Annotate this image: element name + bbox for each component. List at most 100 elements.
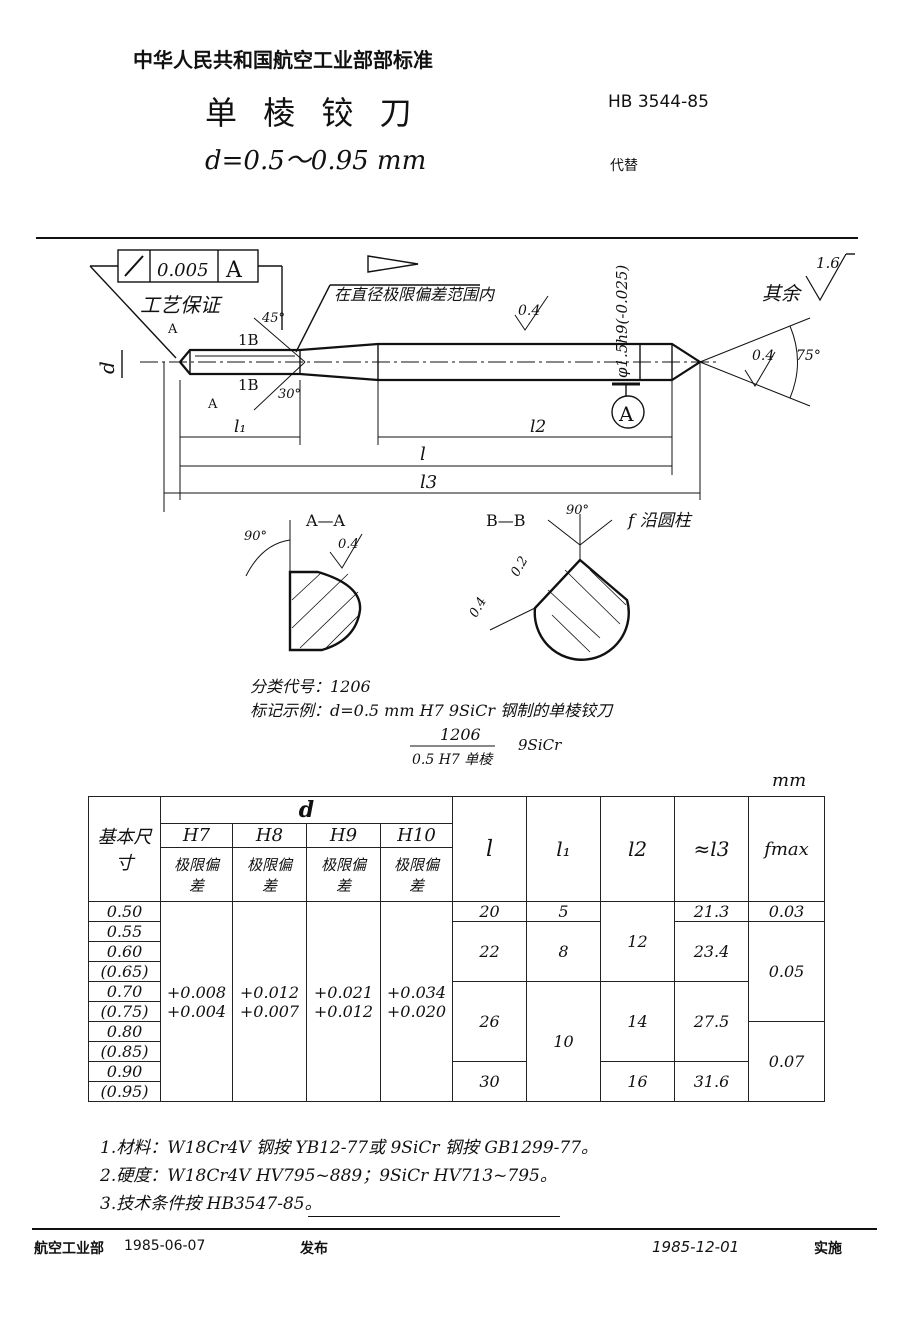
head-h8: H8: [232, 823, 307, 848]
size-cell: 0.60: [88, 941, 161, 962]
reamer-drawing: 0.005 A 工艺保证 在直径极限偏差范围内 d 1B 1B 45° 30° …: [36, 237, 858, 790]
l3-cell: 31.6: [674, 1061, 749, 1102]
runout-icon: [124, 255, 144, 277]
head-l3: ≈l3: [674, 796, 749, 902]
l2-cell: 14: [600, 981, 675, 1062]
l1-cell: 5: [526, 901, 601, 922]
note-3: 3.技术条件按 HB3547-85。: [100, 1194, 322, 1214]
section-mark-a-bottom: A: [207, 397, 218, 412]
dim-l3: l3: [420, 472, 437, 493]
footer-issued: 发布: [300, 1241, 328, 1257]
head-l1: l₁: [526, 796, 601, 902]
head-h7: H7: [160, 823, 233, 848]
label-d: d: [95, 361, 119, 374]
angle-45: 45°: [261, 311, 285, 326]
section-bb-roughness-04: 0.4: [467, 595, 490, 620]
h9-dev: +0.021 +0.012: [306, 901, 381, 1102]
roughness-0-4-point: 0.4: [752, 348, 774, 364]
datum-circle-a: [611, 395, 645, 429]
footer-rule: [32, 1228, 877, 1230]
dim-l2: l2: [530, 417, 546, 437]
section-bb-angle: 90°: [566, 503, 589, 518]
head-basic-size: 基本尺寸: [88, 796, 161, 902]
footer-issuer: 航空工业部: [34, 1241, 104, 1257]
section-aa-shape: [288, 570, 362, 652]
head-dev-h8: 极限偏差: [232, 847, 307, 902]
label-1b-top: 1B: [238, 331, 259, 349]
l1-cell: 8: [526, 921, 601, 982]
example-material: 9SiCr: [518, 736, 562, 754]
example-denominator: 0.5 H7 单棱: [412, 752, 494, 768]
spec-table: 基本尺寸 d l l₁ l2 ≈l3 fmax H7 H8 H9 H10 极限偏…: [88, 796, 825, 1102]
section-bb-shape: [533, 558, 630, 661]
size-cell: (0.75): [88, 1001, 161, 1022]
head-dev-h9: 极限偏差: [306, 847, 381, 902]
example-numerator: 1206: [440, 725, 481, 744]
l1-cell: 10: [526, 981, 601, 1102]
fmax-cell: 0.03: [748, 901, 825, 922]
h8-dev: +0.012 +0.007: [232, 901, 307, 1102]
dim-l: l: [420, 444, 426, 465]
h7-dev: +0.008 +0.004: [160, 901, 233, 1102]
l3-cell: 23.4: [674, 921, 749, 982]
h10-dev: +0.034 +0.020: [380, 901, 453, 1102]
l3-cell: 21.3: [674, 901, 749, 922]
size-cell: (0.95): [88, 1081, 161, 1102]
head-h10: H10: [380, 823, 453, 848]
class-code: 分类代号：1206: [250, 677, 371, 696]
head-d: d: [160, 796, 453, 824]
section-bb-label: B—B: [486, 511, 526, 530]
angle-75: 75°: [796, 348, 821, 364]
head-l: l: [452, 796, 527, 902]
size-cell: 0.50: [88, 901, 161, 922]
footer-issue-date: 1985-06-07: [124, 1238, 206, 1254]
head-fmax: fmax: [748, 796, 825, 902]
diameter-range: d=0.5～0.95 mm: [205, 146, 427, 176]
fmax-cell: 0.07: [748, 1021, 825, 1102]
datum-circle-letter: A: [618, 402, 634, 426]
footer-implement: 实施: [814, 1241, 842, 1257]
size-cell: 0.90: [88, 1061, 161, 1082]
dim-l1: l₁: [234, 417, 246, 437]
replaces-label: 代替: [610, 158, 638, 174]
unit-mm: mm: [772, 770, 806, 790]
note-2: 2.硬度：W18Cr4V HV795~889；9SiCr HV713~795。: [100, 1166, 557, 1186]
section-aa-roughness: 0.4: [338, 537, 359, 552]
section-mark-a-top: A: [167, 322, 178, 337]
section-aa-angle: 90°: [244, 529, 267, 544]
l3-cell: 27.5: [674, 981, 749, 1062]
arrow-triangle: [367, 255, 419, 273]
standard-code: HB 3544-85: [608, 92, 709, 112]
size-cell: (0.65): [88, 961, 161, 982]
process-guarantee: 工艺保证: [140, 293, 223, 317]
section-aa-label: A—A: [305, 511, 346, 530]
notes-underline: [308, 1216, 560, 1217]
datum-letter: A: [225, 258, 243, 283]
size-cell: (0.85): [88, 1041, 161, 1062]
label-1b-bottom: 1B: [238, 376, 259, 394]
head-h9: H9: [306, 823, 381, 848]
head-dev-h10: 极限偏差: [380, 847, 453, 902]
size-cell: 0.80: [88, 1021, 161, 1042]
l2-cell: 12: [600, 901, 675, 982]
note-1: 1.材料：W18Cr4V 钢按 YB12-77或 9SiCr 钢按 GB1299…: [100, 1138, 599, 1158]
fmax-cell: 0.05: [748, 921, 825, 1022]
rest-label: 其余: [762, 283, 803, 305]
l-cell: 20: [452, 901, 527, 922]
l-cell: 30: [452, 1061, 527, 1102]
angle-30: 30°: [278, 387, 301, 402]
size-cell: 0.55: [88, 921, 161, 942]
l-cell: 22: [452, 921, 527, 982]
rest-roughness: 1.6: [816, 254, 840, 272]
l-cell: 26: [452, 981, 527, 1062]
l2-cell: 16: [600, 1061, 675, 1102]
head-l2: l2: [600, 796, 675, 902]
shank-diameter: φ1.5h9(-0.025): [613, 265, 631, 378]
tolerance-value: 0.005: [157, 260, 209, 281]
marking-example: 标记示例：d=0.5 mm H7 9SiCr 钢制的单棱铰刀: [250, 701, 614, 720]
size-cell: 0.70: [88, 981, 161, 1002]
footer-effective-date: 1985-12-01: [652, 1238, 740, 1256]
org-standard-title: 中华人民共和国航空工业部部标准: [133, 48, 433, 72]
doc-title: 单 棱 铰 刀: [205, 94, 420, 132]
tolerance-note: 在直径极限偏差范围内: [334, 285, 496, 304]
